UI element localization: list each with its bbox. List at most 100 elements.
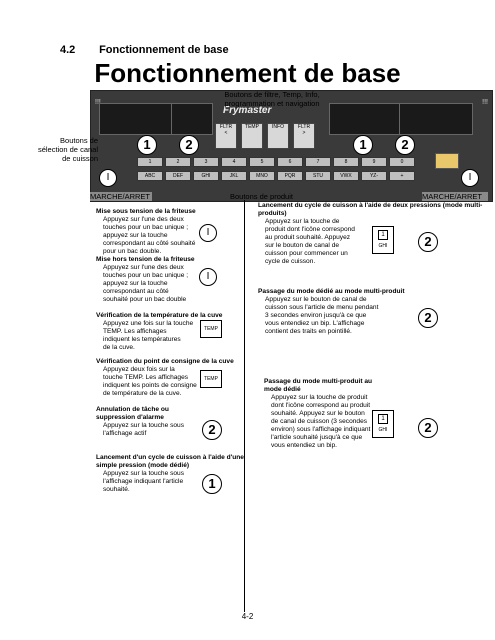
brand-logo: Frymaster [223, 105, 272, 116]
step-heading: Passage du mode multi-produit au mode dé… [264, 378, 373, 393]
power-left-button[interactable]: I [99, 169, 117, 187]
callout-top: Boutons de filtre, Temp, Info, programma… [224, 90, 320, 108]
step-line: Appuyez une fois sur la touche [103, 320, 194, 327]
filter-button-right-label: FLTR [297, 124, 311, 130]
product-icon [435, 153, 459, 169]
key-number: 1 [378, 414, 388, 424]
channel-1-right-button[interactable]: 1 [353, 135, 373, 155]
column-divider [244, 200, 245, 612]
label-product-buttons: Boutons de produit [230, 192, 293, 201]
letter-key-mno[interactable]: MNO [249, 171, 275, 181]
display-left-1 [99, 103, 173, 135]
temp-button[interactable]: TEMP [241, 123, 263, 149]
heat-indicator-left-icon: !!! [95, 99, 101, 106]
product-key-1[interactable]: 1 [137, 157, 163, 167]
step-line: vous entendiez un bip. L'affichage [265, 320, 365, 327]
product-key-2[interactable]: 2 [165, 157, 191, 167]
display-right-1 [329, 103, 401, 135]
key-number: 1 [378, 230, 388, 240]
step-line: indiquent les températures [103, 336, 181, 343]
filter-button-label: FLTR [219, 124, 233, 130]
channel-2-icon: 2 [202, 420, 222, 440]
step-line: l'article souhaité jusqu'à ce que [271, 434, 363, 441]
channel-2-right-button[interactable]: 2 [395, 135, 415, 155]
step-heading: Mise hors tension de la friteuse [96, 256, 195, 263]
step-line: contient des traits en pointillé. [265, 328, 352, 335]
step-heading: Passage du mode dédié au mode multi-prod… [258, 288, 405, 295]
power-icon: I [199, 268, 217, 286]
step-line: appuyez sur la touche [103, 232, 168, 239]
step-heading: Lancement d'un cycle de cuisson à l'aide… [96, 454, 244, 469]
step-dedicated-to-multi: Passage du mode dédié au mode multi-prod… [258, 288, 418, 336]
step-line: vous entendiez un bip. [271, 442, 337, 449]
product-key-9[interactable]: 9 [361, 157, 387, 167]
step-check-setpoint: Vérification du point de consigne de la … [96, 358, 246, 398]
left-arrow-icon: < [224, 130, 228, 136]
step-heading: Vérification du point de consigne de la … [96, 358, 234, 365]
filter-button[interactable]: FLTR< [215, 123, 237, 149]
temp-button-label: TEMP [245, 124, 259, 130]
product-key-8[interactable]: 8 [333, 157, 359, 167]
step-line: correspondant au côté [103, 288, 169, 295]
step-line: appuyez sur la touche [103, 280, 168, 287]
power-right-button[interactable]: I [461, 169, 479, 187]
step-line: Appuyez deux fois sur la [103, 366, 175, 373]
step-heading: Mise sous tension de la friteuse [96, 208, 196, 215]
letter-key-yz[interactable]: YZ- [361, 171, 387, 181]
key-label: GHI [378, 427, 388, 433]
step-line: cuisson pour commencer un [265, 250, 348, 257]
step-line: Appuyez sur la touche sous [103, 470, 185, 477]
channel-2-icon: 2 [418, 232, 438, 252]
step-line: pour un bac double. [103, 248, 162, 255]
heat-indicator-right-icon: !!! [482, 99, 488, 106]
info-button[interactable]: INFO [267, 123, 289, 149]
step-line: environ) sous l'affichage indiquant [271, 426, 371, 433]
letter-key-abc[interactable]: ABC [137, 171, 163, 181]
letter-key-def[interactable]: DEF [165, 171, 191, 181]
letter-key-stu[interactable]: STU [305, 171, 331, 181]
product-key-illustration: 1 GHI [372, 410, 394, 438]
section-heading: 4.2 Fonctionnement de base [60, 44, 229, 56]
step-power-on: Mise sous tension de la friteuse Appuyez… [96, 208, 206, 256]
product-key-5[interactable]: 5 [249, 157, 275, 167]
step-check-temp: Vérification de la température de la cuv… [96, 312, 246, 352]
letter-key-ghi[interactable]: GHI [193, 171, 219, 181]
letter-key-plus[interactable]: + [389, 171, 415, 181]
step-line: l'affichage actif [103, 430, 147, 437]
step-line: cuisson sous l'article de menu pendant [265, 304, 379, 311]
key-label: GHI [378, 243, 388, 249]
product-key-4[interactable]: 4 [221, 157, 247, 167]
channel-2-icon: 2 [418, 308, 438, 328]
section-title: Fonctionnement de base [99, 44, 229, 56]
right-arrow-icon: > [302, 130, 306, 136]
step-line: de la cuve. [103, 344, 135, 351]
label-power-right: MARCHE/ARRET [422, 192, 488, 201]
step-heading: Lancement du cycle de cuisson à l'aide d… [258, 202, 483, 217]
page-number: 4-2 [241, 612, 254, 621]
step-line: dont l'icône correspond au produit [271, 402, 371, 409]
step-line: touches pour un bac unique ; [103, 224, 189, 231]
product-key-6[interactable]: 6 [277, 157, 303, 167]
step-line: l'affichage indiquant l'article [103, 478, 184, 485]
step-line: correspondant au côté souhaité [103, 240, 196, 247]
channel-2-left-button[interactable]: 2 [179, 135, 199, 155]
step-line: sur le bouton de canal de [265, 242, 340, 249]
letter-key-vwx[interactable]: VWX [333, 171, 359, 181]
channel-1-left-button[interactable]: 1 [137, 135, 157, 155]
step-line: cycle de cuisson. [265, 258, 316, 265]
step-line: TEMP. Les affichages [103, 328, 167, 335]
step-multi-to-dedicated: Passage du mode multi-produit au mode dé… [264, 378, 376, 450]
step-line: produit dont l'icône correspond [265, 226, 355, 233]
product-key-7[interactable]: 7 [305, 157, 331, 167]
step-line: indiquent les points de consigne [103, 382, 197, 389]
step-line: Appuyez sur le bouton de canal de [265, 296, 367, 303]
step-line: Appuyez sur la touche de [265, 218, 340, 225]
letter-key-pqr[interactable]: PQR [277, 171, 303, 181]
product-key-0[interactable]: 0 [389, 157, 415, 167]
step-line: touche TEMP. Les affichages [103, 374, 189, 381]
letter-key-jkl[interactable]: JKL [221, 171, 247, 181]
filter-button-right[interactable]: FLTR> [293, 123, 315, 149]
step-heading: Vérification de la température de la cuv… [96, 312, 223, 319]
step-line: Appuyez sur la touche de produit [271, 394, 368, 401]
product-key-3[interactable]: 3 [193, 157, 219, 167]
